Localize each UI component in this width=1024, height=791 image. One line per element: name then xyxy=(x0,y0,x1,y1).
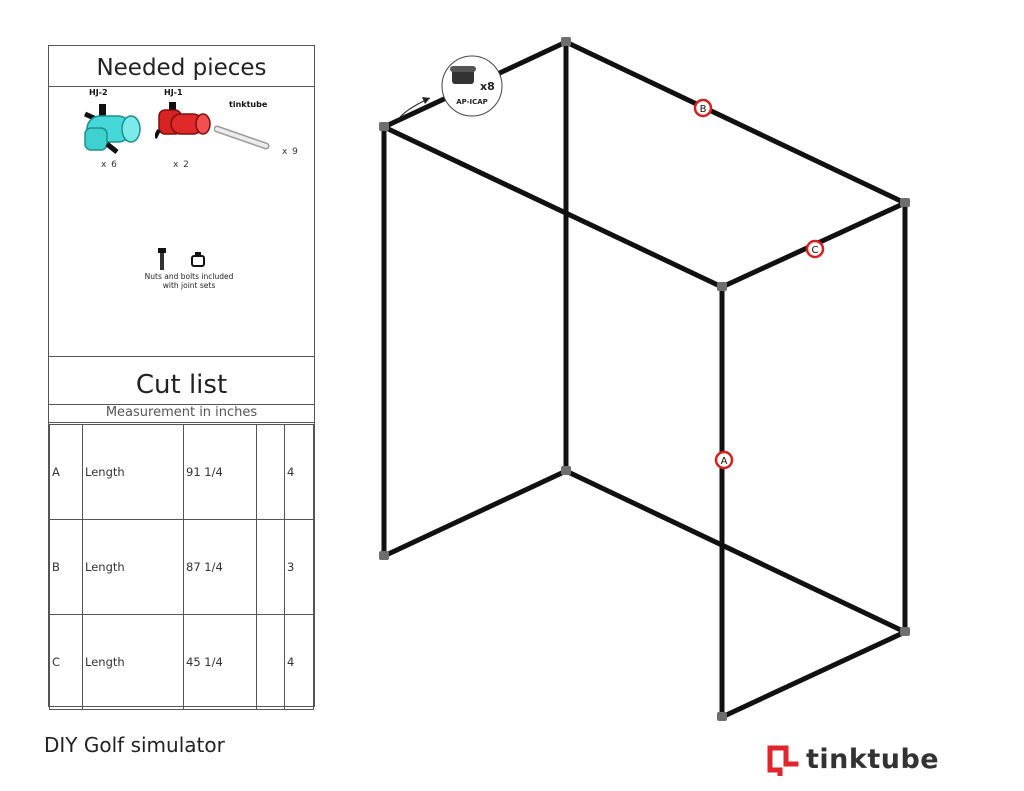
brand-name: tinktube xyxy=(806,743,940,775)
piece-label-hj1: HJ-1 xyxy=(164,88,183,97)
needed-pieces-title: Needed pieces xyxy=(49,46,314,87)
cut-id: B xyxy=(49,519,83,615)
frame-tube xyxy=(563,39,908,206)
frame-tube xyxy=(381,468,569,559)
piece-qty-tinktube: x 9 xyxy=(282,147,299,157)
cut-size: 87 1/4 xyxy=(183,519,257,615)
piece-label-hj2: HJ-2 xyxy=(89,88,108,97)
cut-qty: 4 xyxy=(284,424,314,520)
table-row: C Length 45 1/4 4 xyxy=(49,614,314,710)
tinktube-logo-icon xyxy=(767,745,799,776)
end-cap-icon xyxy=(450,66,476,84)
info-panel: Needed pieces HJ-2 x 6 HJ-1 x 2 tinktube xyxy=(48,45,315,710)
bolt-and-nut-icon xyxy=(158,248,205,270)
hj2-joint-icon xyxy=(83,104,141,154)
cut-size: 45 1/4 xyxy=(183,614,257,710)
cut-spacer xyxy=(256,614,285,710)
measurement-note: Measurement in inches xyxy=(49,404,314,423)
frame-tube xyxy=(719,629,908,720)
frame-tube xyxy=(381,124,725,290)
project-title: DIY Golf simulator xyxy=(44,733,225,757)
frame-joint xyxy=(900,627,910,636)
needed-pieces-area: HJ-2 x 6 HJ-1 x 2 tinktube x 9 xyxy=(49,86,314,357)
piece-label-tinktube: tinktube xyxy=(229,100,268,109)
frame-joint xyxy=(561,466,571,475)
end-cap-qty: x8 xyxy=(480,80,495,93)
end-cap-label: AP-ICAP xyxy=(456,98,488,106)
frame-joint xyxy=(717,712,727,721)
cut-list-table: A Length 91 1/4 4 B Length 87 1/4 3 C Le… xyxy=(49,424,314,710)
frame-tube xyxy=(563,468,908,635)
nuts-bolts-note: Nuts and bolts included with joint sets xyxy=(144,272,234,290)
frame-joints xyxy=(379,37,910,721)
cut-type: Length xyxy=(82,614,184,710)
marker-c: C xyxy=(805,239,825,259)
frame-joint xyxy=(379,122,389,131)
cut-qty: 4 xyxy=(284,614,314,710)
frame-tubes xyxy=(381,39,908,720)
table-row: B Length 87 1/4 3 xyxy=(49,519,314,615)
frame-joint xyxy=(900,198,910,207)
cut-qty: 3 xyxy=(284,519,314,615)
marker-a: A xyxy=(714,450,734,470)
frame-joint xyxy=(561,37,571,46)
cut-type: Length xyxy=(82,424,184,520)
hj1-joint-icon xyxy=(155,102,211,139)
marker-b: B xyxy=(693,98,713,118)
piece-qty-hj1: x 2 xyxy=(173,160,190,170)
frame-joint xyxy=(379,551,389,560)
callout-arrowhead xyxy=(422,97,430,104)
frame-joint xyxy=(717,282,727,291)
brand-logo: tinktube xyxy=(766,742,939,776)
table-row: A Length 91 1/4 4 xyxy=(49,424,314,520)
marker-c-label: C xyxy=(812,245,819,256)
piece-qty-hj2: x 6 xyxy=(101,160,118,170)
tinktube-pipe-icon xyxy=(214,125,270,150)
marker-a-label: A xyxy=(721,456,728,467)
cut-list-title: Cut list xyxy=(49,356,314,405)
marker-b-label: B xyxy=(700,104,707,115)
